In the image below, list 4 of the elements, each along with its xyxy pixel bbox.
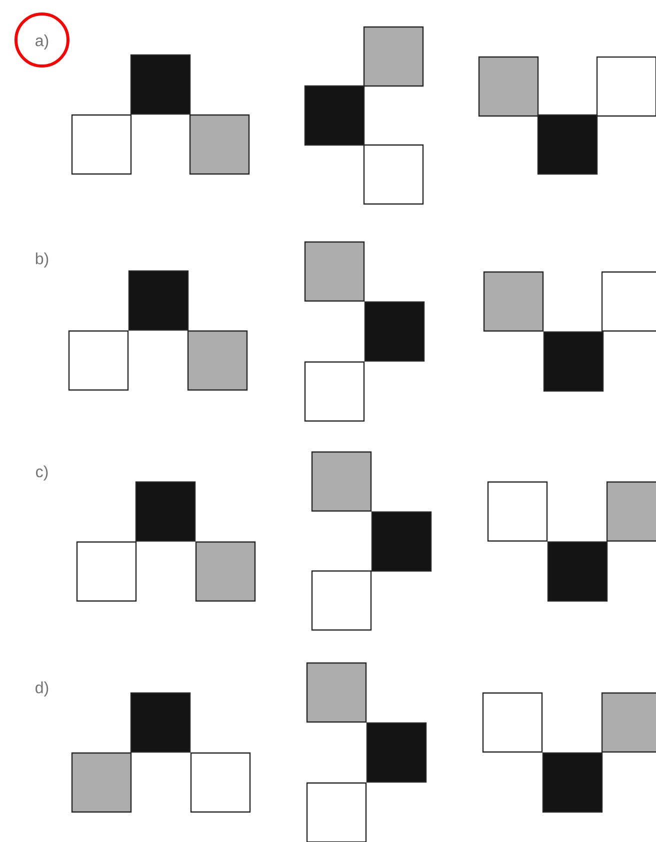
- option-label: a): [36, 34, 48, 50]
- option-label: c): [36, 466, 48, 480]
- option-label: b): [36, 252, 48, 268]
- option-label: d): [36, 682, 48, 696]
